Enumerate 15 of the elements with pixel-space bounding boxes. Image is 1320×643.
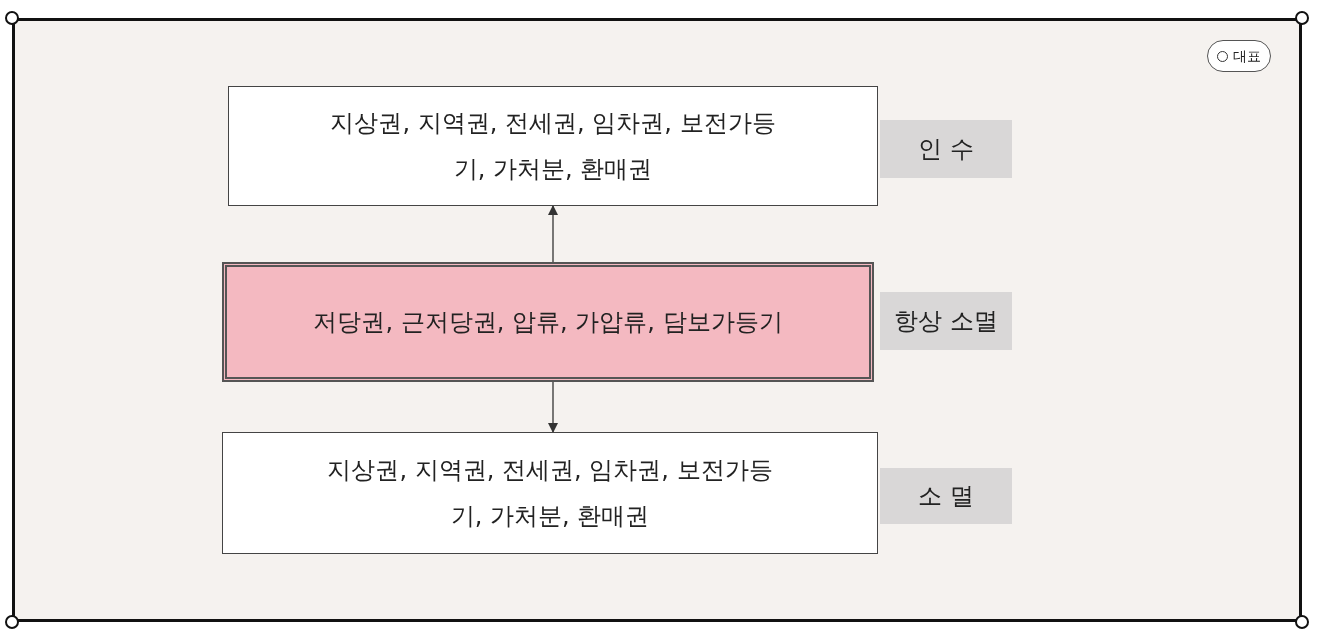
status-tag (880, 468, 1012, 524)
button-label: 대표 (1233, 46, 1261, 66)
arrow (548, 381, 558, 433)
list-box (228, 86, 878, 206)
node-text: 지상권, 지역권, 전세권, 임차권, 보전가등기, 가처분, 환매권 (326, 455, 774, 532)
node-text: 지상권, 지역권, 전세권, 임차권, 보전가등기, 가처분, 환매권 (329, 108, 777, 185)
list-box (222, 432, 878, 554)
node-text: 항상 소멸 (894, 306, 998, 337)
node-text: 저당권, 근저당권, 압류, 가압류, 담보가등기 (313, 307, 783, 338)
node-text: 인 수 (918, 134, 974, 165)
status-tag (880, 120, 1012, 178)
status-tag (880, 292, 1012, 350)
node-text: 소 멸 (918, 481, 974, 512)
highlighted-box (222, 262, 874, 382)
arrow (548, 205, 558, 263)
